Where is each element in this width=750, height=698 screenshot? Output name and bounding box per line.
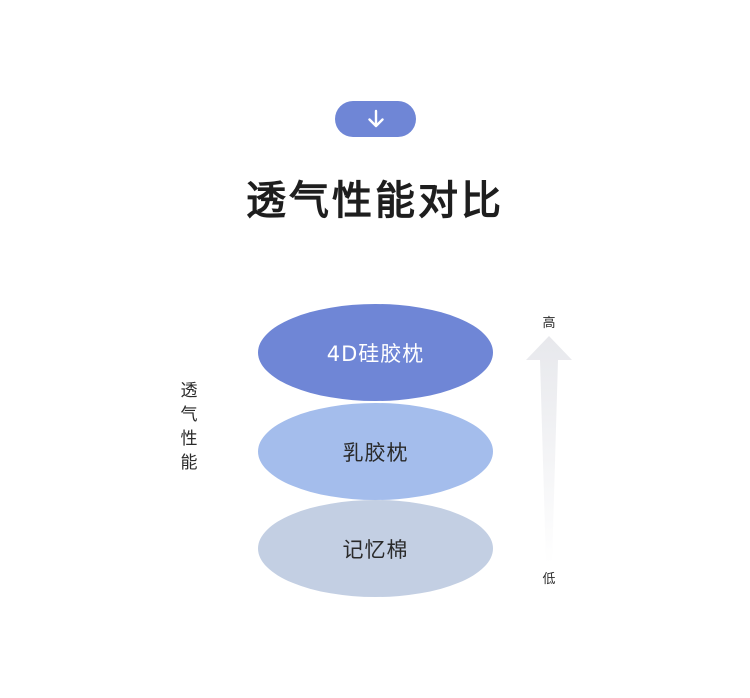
level-memory-foam: 记忆棉 xyxy=(258,500,493,597)
axis-label: 透气性能 xyxy=(180,381,198,473)
level-label: 4D硅胶枕 xyxy=(326,341,425,366)
scale-low-label: 低 xyxy=(542,572,556,587)
level-4d-silicone-pillow: 4D硅胶枕 xyxy=(258,304,493,401)
scale-arrow-up-icon xyxy=(526,336,572,564)
page-title: 透气性能对比 xyxy=(246,178,504,224)
scroll-down-badge xyxy=(335,101,416,137)
arrow-down-icon xyxy=(367,109,384,128)
scale-high-label: 高 xyxy=(542,316,556,331)
level-label: 记忆棉 xyxy=(342,537,409,562)
level-latex-pillow: 乳胶枕 xyxy=(258,403,493,500)
level-label: 乳胶枕 xyxy=(342,440,409,465)
